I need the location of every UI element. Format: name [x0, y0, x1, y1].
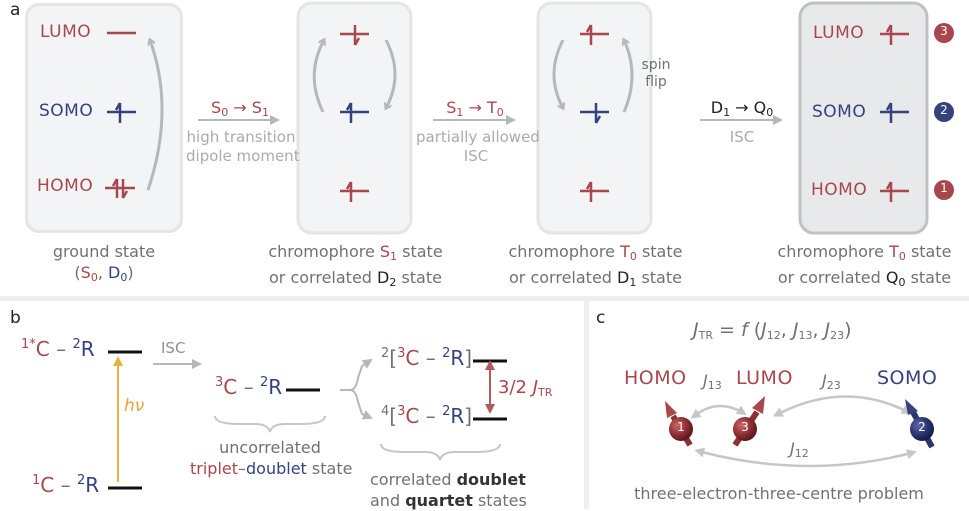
s1-lower-level-up [340, 181, 369, 202]
correlated-brace [380, 443, 501, 461]
j23-label: J23 [822, 371, 841, 392]
doublet-formula: 2[3C – 2R] [381, 346, 473, 370]
triplet-doublet-formula: 3C – 2R [215, 375, 283, 399]
t0-state-caption: chromophore T0 state or correlated D1 st… [508, 242, 683, 289]
homo-label: HOMO [37, 176, 94, 196]
transition-s1-t0-desc: partially allowed ISC [416, 128, 540, 165]
panel-a-label: a [10, 0, 21, 20]
badge-1-circle [934, 180, 954, 200]
q0-somo-label: SOMO [812, 102, 867, 122]
j13-label: J13 [703, 371, 722, 392]
jtr-equation: JTR = f (J12, J13, J23) [693, 319, 852, 342]
panel-b-graphics [108, 350, 507, 490]
badge-2-circle [934, 102, 954, 122]
panel-a-graphics [105, 1, 954, 235]
panel-b-label: b [10, 308, 21, 328]
q0-state-caption: chromophore T0 state or correlated Q0 st… [777, 242, 952, 289]
q0-somo-level-up [880, 102, 909, 123]
correlated-caption: correlated doublet and quartet states [370, 470, 527, 510]
j23-arrow [772, 395, 912, 417]
horizontal-divider [0, 296, 969, 301]
ground-state-card [25, 3, 183, 233]
s1-upper-level-down [340, 25, 369, 46]
j13-arrow [690, 404, 747, 419]
j12-label: J12 [790, 439, 809, 460]
homo-level-paired [105, 178, 135, 199]
q0-homo-label: HOMO [811, 180, 868, 200]
badge-2: 2 [940, 103, 948, 117]
transition-s0-s1: S0 → S1 [211, 98, 269, 119]
s1-state-caption: chromophore S1 state or correlated D2 st… [268, 242, 443, 289]
uncorrelated-brace [214, 415, 326, 433]
q0-lumo-level-up [880, 24, 909, 45]
ground-state-formula: 1C – 2R [32, 473, 100, 497]
spin-2-badge: 2 [918, 420, 926, 434]
photon-label: hν [124, 396, 145, 416]
vertical-divider [584, 301, 589, 509]
isc-label: ISC [161, 339, 186, 357]
badge-3-circle [934, 23, 954, 43]
spin-flip-label: spin flip [641, 57, 671, 90]
spin-2-icon [905, 399, 935, 449]
uncorrelated-caption: uncorrelated triplet–doublet state [190, 438, 353, 478]
q0-homo-level-up [880, 181, 909, 202]
t0-lower-level-up [580, 181, 609, 202]
q0-lumo-label: LUMO [813, 23, 865, 43]
quartet-formula: 4[3C – 2R] [381, 404, 473, 428]
three-electron-caption: three-electron-three-centre problem [634, 484, 924, 503]
panel-c-label: c [596, 308, 606, 328]
c-homo-label: HOMO [624, 367, 687, 389]
t0-upper-level-up [580, 24, 609, 45]
c-somo-label: SOMO [877, 367, 938, 389]
transition-d1-q0-desc: ISC [729, 128, 755, 146]
c-lumo-label: LUMO [736, 367, 793, 389]
badge-3: 3 [940, 24, 948, 38]
spin-3-badge: 3 [741, 420, 749, 434]
s1-somo-level-up [340, 102, 369, 123]
transition-s0-s1-desc: high transition dipole moment [186, 128, 300, 165]
spin-1-icon [665, 401, 693, 447]
excitation-arrow [146, 40, 164, 191]
spin-3-icon [732, 396, 765, 447]
somo-label: SOMO [39, 101, 94, 121]
ground-state-caption: ground state (S0, D0) [52, 242, 156, 284]
transition-s1-t0: S1 → T0 [446, 98, 504, 119]
lumo-label: LUMO [40, 22, 92, 42]
splitting-label: 3/2 JTR [498, 377, 553, 399]
excited-state-formula: 1*C – 2R [21, 337, 95, 361]
panel-c-graphics [665, 395, 935, 468]
spin-1-badge: 1 [677, 420, 685, 434]
transition-d1-q0: D1 → Q0 [710, 98, 774, 119]
t0-somo-level-down [580, 103, 609, 124]
badge-1: 1 [940, 181, 948, 195]
somo-level-one-up [107, 102, 136, 123]
j12-arrow [694, 447, 917, 468]
